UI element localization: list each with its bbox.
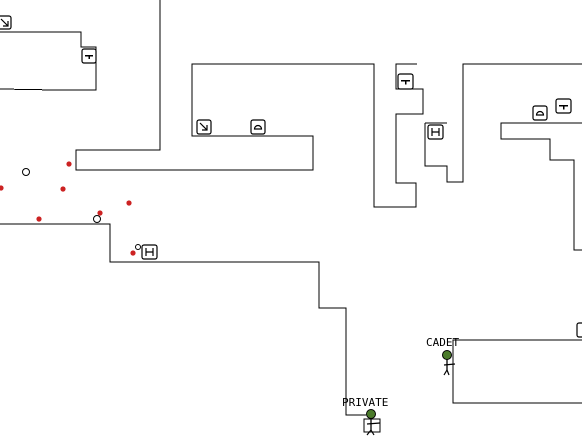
terrain-wall bbox=[0, 31, 97, 91]
helmet-icon[interactable] bbox=[532, 105, 548, 121]
enemy-group bbox=[0, 161, 141, 256]
soldier-legs bbox=[443, 368, 450, 376]
waypoint-ring[interactable] bbox=[93, 215, 101, 223]
terrain-wall bbox=[0, 223, 366, 416]
soldier-helmet bbox=[442, 350, 452, 360]
soldier-marker bbox=[363, 418, 381, 433]
grenade-arrow-icon[interactable] bbox=[196, 119, 212, 135]
terrain-wall bbox=[500, 122, 582, 251]
soldier-rank-label: CADET bbox=[426, 336, 459, 349]
terrain-wall bbox=[452, 339, 582, 404]
soldier-cadet[interactable]: CADET bbox=[426, 336, 459, 376]
soldier-private[interactable]: PRIVATE bbox=[342, 396, 388, 436]
terrain-wall bbox=[172, 63, 424, 208]
pickup-box-edge[interactable] bbox=[576, 322, 582, 338]
enemy-marker[interactable] bbox=[126, 200, 132, 206]
soldier-legs bbox=[366, 428, 375, 436]
grenade-arrow-icon[interactable] bbox=[0, 15, 12, 30]
terrain-wall bbox=[75, 0, 172, 171]
rifle-icon[interactable] bbox=[81, 48, 97, 64]
terrain-wall bbox=[424, 63, 582, 183]
enemy-marker[interactable] bbox=[130, 250, 136, 256]
waypoint-ring[interactable] bbox=[22, 168, 30, 176]
ammo-crate-icon[interactable] bbox=[427, 124, 444, 140]
pickups bbox=[0, 15, 582, 338]
enemy-marker[interactable] bbox=[97, 210, 103, 216]
soldier-rifle bbox=[366, 422, 381, 425]
waypoint-ring[interactable] bbox=[135, 244, 141, 250]
soldier-rifle bbox=[443, 363, 456, 366]
soldier-helmet bbox=[366, 409, 376, 419]
ammo-crate-icon[interactable] bbox=[141, 244, 158, 260]
enemy-marker[interactable] bbox=[60, 186, 66, 192]
rifle-icon[interactable] bbox=[555, 98, 572, 114]
terrain bbox=[0, 0, 582, 416]
helmet-icon[interactable] bbox=[250, 119, 266, 135]
enemy-marker[interactable] bbox=[36, 216, 42, 222]
enemy-marker[interactable] bbox=[66, 161, 72, 167]
soldier-rank-label: PRIVATE bbox=[342, 396, 388, 409]
rifle-icon[interactable] bbox=[397, 73, 414, 90]
enemy-marker[interactable] bbox=[0, 185, 4, 191]
